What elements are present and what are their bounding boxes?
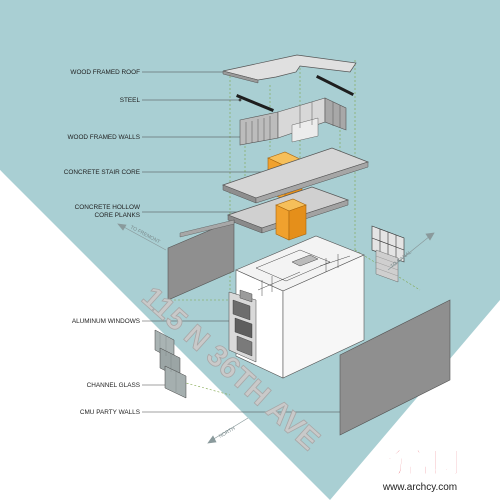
label-aluminum-windows: ALUMINUM WINDOWS [72,318,140,325]
wood-framed-walls [239,97,347,146]
concrete-stair-core-lower [275,198,307,241]
direction-arrows [117,223,435,444]
watermark: 畅言网 www.archcy.com [375,447,460,494]
steel-beams [236,74,355,112]
label-cmu-party-walls: CMU PARTY WALLS [80,409,140,416]
label-wood-framed-walls: WOOD FRAMED WALLS [67,134,140,141]
roof-edge [222,70,259,84]
watermark-brand: 畅言网 [376,447,460,478]
cmu-party-wall-front [339,299,451,436]
label-core-planks: CORE PLANKS [95,212,140,219]
upper-floor-slab-side [255,161,369,204]
label-channel-glass: CHANNEL GLASS [87,382,140,389]
roof-panel [222,54,357,81]
watermark-url: www.archcy.com [382,482,457,493]
direction-label-left: TO FREMONT [129,224,161,245]
channel-glass [154,329,187,399]
label-concrete-hollow: CONCRETE HOLLOW [75,204,141,211]
label-concrete-stair-core: CONCRETE STAIR CORE [64,169,140,176]
aluminum-windows [228,289,257,363]
label-steel: STEEL [120,97,141,104]
cmu-party-wall-back-top [179,219,235,238]
side-window-grid [371,225,405,283]
label-wood-framed-roof: WOOD FRAMED ROOF [70,69,140,76]
